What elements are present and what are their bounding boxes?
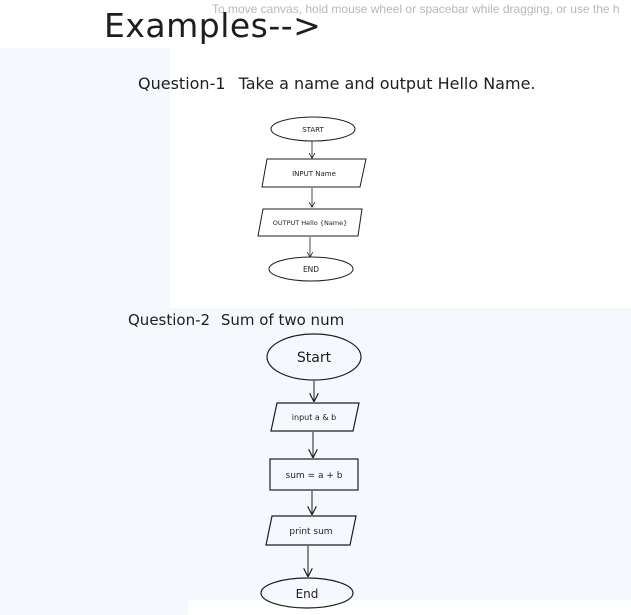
page-title: Examples--> (104, 6, 322, 45)
question1-label: Question-1 (138, 74, 226, 93)
question2-flowchart: Start input a & b sum = a + b print sum … (260, 333, 362, 609)
q1-input-label: INPUT Name (292, 170, 336, 178)
q1-output-parallelogram[interactable] (257, 208, 363, 237)
question1-panel (170, 48, 631, 308)
q2-print-label: print sum (289, 527, 332, 537)
question2-heading: Question-2 Sum of two num (128, 311, 344, 329)
q1-end-terminator[interactable] (268, 256, 354, 282)
q1-end-label: END (303, 265, 319, 274)
q2-print-parallelogram[interactable] (265, 515, 357, 546)
q2-start-terminator[interactable] (266, 333, 362, 381)
q2-input-label: input a & b (292, 413, 336, 422)
q2-process-rectangle[interactable] (269, 458, 359, 491)
q2-end-terminator[interactable] (260, 577, 354, 609)
q2-end-label: End (296, 587, 319, 601)
question2-text: Sum of two num (220, 311, 345, 329)
q1-output-label: OUTPUT Hello {Name} (273, 219, 348, 227)
question1-text: Take a name and output Hello Name. (238, 74, 536, 93)
canvas-hint-text: To move canvas, hold mouse wheel or spac… (212, 2, 620, 16)
question1-heading: Question-1 Take a name and output Hello … (138, 74, 536, 93)
q1-start-terminator[interactable] (270, 116, 356, 142)
bottom-panel (188, 600, 631, 615)
q2-process-label: sum = a + b (286, 471, 343, 481)
q1-input-parallelogram[interactable] (261, 158, 367, 188)
q2-start-label: Start (297, 350, 332, 366)
q1-start-label: START (302, 126, 324, 134)
question1-flowchart: START INPUT Name OUTPUT Hello {Name} END (257, 116, 367, 282)
question2-label: Question-2 (128, 311, 211, 329)
q2-input-parallelogram[interactable] (270, 402, 360, 432)
